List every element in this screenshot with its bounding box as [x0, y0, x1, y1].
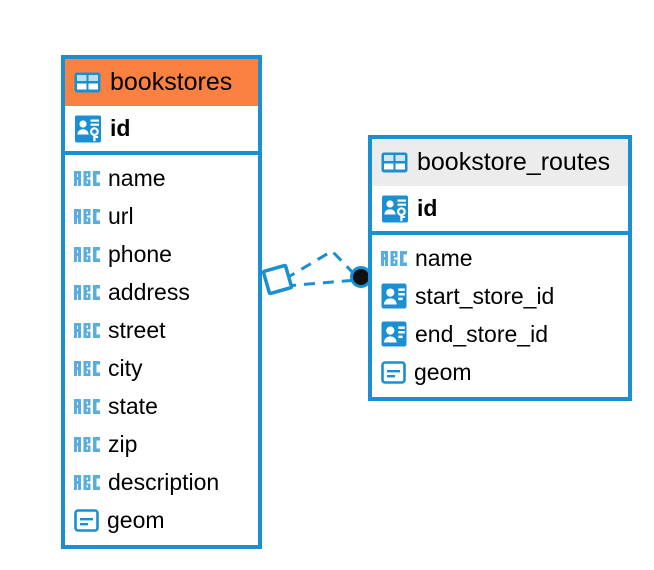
geometry-icon	[381, 360, 406, 384]
field-label: phone	[108, 240, 172, 267]
field-row-name[interactable]: name	[65, 159, 258, 197]
abc-text-icon	[74, 170, 100, 186]
entity-header-bookstores[interactable]: bookstores	[65, 59, 258, 106]
entity-bookstores[interactable]: bookstores id	[61, 55, 262, 549]
table-icon	[381, 152, 408, 173]
abc-text-icon	[381, 250, 407, 266]
entity-bookstore-routes[interactable]: bookstore_routes id	[368, 135, 632, 401]
abc-text-icon	[74, 398, 100, 414]
primary-key-section-bookstore-routes: id	[372, 186, 628, 235]
primary-key-section-bookstores: id	[65, 106, 258, 155]
foreign-key-icon	[381, 283, 407, 309]
relationship-line-lower	[284, 278, 358, 288]
field-label: description	[108, 468, 220, 495]
field-label: geom	[414, 358, 472, 385]
entity-header-bookstore-routes[interactable]: bookstore_routes	[372, 139, 628, 186]
table-icon	[74, 72, 101, 93]
field-row-geom[interactable]: geom	[372, 353, 628, 391]
field-name-primary-key: id	[110, 115, 131, 141]
field-label: name	[108, 164, 166, 191]
entity-title-bookstore-routes: bookstore_routes	[417, 148, 611, 176]
field-row-zip[interactable]: zip	[65, 425, 258, 463]
abc-text-icon	[74, 284, 100, 300]
field-row-end-store-id[interactable]: end_store_id	[372, 315, 628, 353]
field-row-primary-key[interactable]: id	[65, 106, 258, 151]
abc-text-icon	[74, 436, 100, 452]
field-label: state	[108, 392, 158, 419]
field-label: geom	[107, 506, 165, 533]
primary-key-icon	[75, 115, 101, 142]
entity-title-bookstores: bookstores	[110, 68, 233, 96]
abc-text-icon	[74, 208, 100, 224]
abc-text-icon	[74, 360, 100, 376]
field-label: url	[108, 202, 134, 229]
field-label: name	[415, 244, 473, 271]
abc-text-icon	[74, 474, 100, 490]
field-label: street	[108, 316, 166, 343]
field-row-description[interactable]: description	[65, 463, 258, 501]
primary-key-icon	[382, 195, 408, 222]
foreign-key-icon	[381, 321, 407, 347]
relationship-source-diamond-icon	[261, 263, 294, 296]
fields-section-bookstores: name url phone	[65, 155, 258, 545]
field-row-phone[interactable]: phone	[65, 235, 258, 273]
field-label: start_store_id	[415, 282, 555, 309]
field-row-street[interactable]: street	[65, 311, 258, 349]
field-label: city	[108, 354, 143, 381]
geometry-icon	[74, 508, 99, 532]
field-row-start-store-id[interactable]: start_store_id	[372, 277, 628, 315]
field-row-url[interactable]: url	[65, 197, 258, 235]
field-row-name[interactable]: name	[372, 239, 628, 277]
field-label: end_store_id	[415, 320, 548, 347]
abc-text-icon	[74, 322, 100, 338]
fields-section-bookstore-routes: name start_store_id	[372, 235, 628, 397]
field-row-geom[interactable]: geom	[65, 501, 258, 539]
field-row-primary-key[interactable]: id	[372, 186, 628, 231]
field-row-state[interactable]: state	[65, 387, 258, 425]
field-label: zip	[108, 430, 138, 457]
relationship-line-upper	[284, 249, 359, 281]
field-row-city[interactable]: city	[65, 349, 258, 387]
abc-text-icon	[74, 246, 100, 262]
field-label: address	[108, 278, 190, 305]
field-name-primary-key: id	[417, 195, 438, 221]
field-row-address[interactable]: address	[65, 273, 258, 311]
